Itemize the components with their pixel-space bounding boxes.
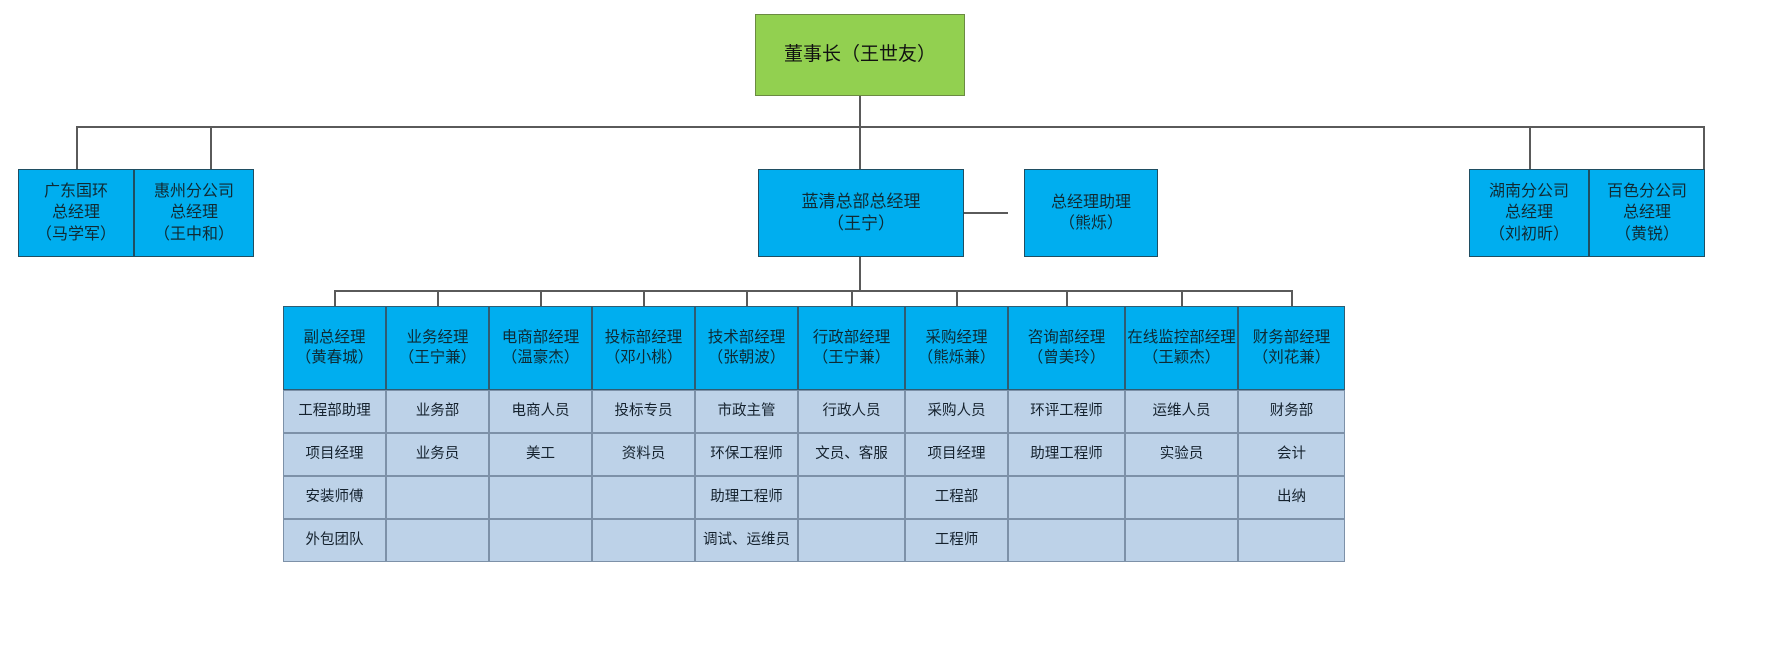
dept-cell: 工程部助理 (283, 390, 386, 433)
connector-dept-drop-8 (1065, 290, 1068, 306)
connector-chairman-stem (859, 96, 861, 127)
dept-cell (592, 476, 695, 519)
connector-dept-drop-10 (1290, 290, 1293, 306)
dept-cell: 工程部 (905, 476, 1008, 519)
connector-dept-drop-5 (745, 290, 748, 306)
dept-cell: 采购人员 (905, 390, 1008, 433)
dept-cell (798, 519, 905, 562)
dept-head-9[interactable]: 在线监控部经理 （王颖杰） (1125, 306, 1238, 390)
dept-cell (1238, 519, 1345, 562)
dept-cell: 业务员 (386, 433, 489, 476)
connector-gm-stem (859, 257, 861, 291)
node-chairman[interactable]: 董事长（王世友） (755, 14, 965, 96)
dept-cell: 业务部 (386, 390, 489, 433)
dept-cell (1125, 519, 1238, 562)
dept-cell: 环保工程师 (695, 433, 798, 476)
dept-cell: 投标专员 (592, 390, 695, 433)
dept-cell: 项目经理 (283, 433, 386, 476)
dept-head-5[interactable]: 技术部经理 （张朝波） (695, 306, 798, 390)
node-branch-left-2[interactable]: 惠州分公司 总经理 （王中和） (134, 169, 254, 257)
dept-cell (1008, 519, 1125, 562)
dept-cell: 电商人员 (489, 390, 592, 433)
dept-head-7[interactable]: 采购经理 （熊烁兼） (905, 306, 1008, 390)
connector-drop-left-2 (210, 126, 212, 169)
node-general-manager[interactable]: 蓝清总部总经理 （王宁） (758, 169, 964, 257)
node-branch-right-1[interactable]: 湖南分公司 总经理 （刘初昕） (1469, 169, 1589, 257)
dept-cell (489, 519, 592, 562)
dept-cell (592, 519, 695, 562)
dept-head-6[interactable]: 行政部经理 （王宁兼） (798, 306, 905, 390)
dept-cell (798, 476, 905, 519)
dept-cell: 文员、客服 (798, 433, 905, 476)
dept-head-2[interactable]: 业务经理 （王宁兼） (386, 306, 489, 390)
dept-head-4[interactable]: 投标部经理 （邓小桃） (592, 306, 695, 390)
dept-cell (489, 476, 592, 519)
dept-cell: 工程师 (905, 519, 1008, 562)
dept-cell (1125, 476, 1238, 519)
dept-cell: 市政主管 (695, 390, 798, 433)
connector-drop-left-1 (76, 126, 78, 169)
node-branch-left-1[interactable]: 广东国环 总经理 （马学军） (18, 169, 134, 257)
dept-head-3[interactable]: 电商部经理 （温豪杰） (489, 306, 592, 390)
connector-dept-drop-9 (1180, 290, 1183, 306)
dept-head-10[interactable]: 财务部经理 （刘花兼） (1238, 306, 1345, 390)
dept-cell: 财务部 (1238, 390, 1345, 433)
dept-cell (386, 476, 489, 519)
dept-cell: 环评工程师 (1008, 390, 1125, 433)
dept-cell: 行政人员 (798, 390, 905, 433)
connector-dept-drop-4 (642, 290, 645, 306)
dept-cell: 助理工程师 (1008, 433, 1125, 476)
dept-cell: 运维人员 (1125, 390, 1238, 433)
dept-cell (386, 519, 489, 562)
connector-gm-assistant (964, 212, 1008, 214)
dept-cell: 实验员 (1125, 433, 1238, 476)
connector-level2-bus (76, 126, 1705, 128)
dept-cell: 会计 (1238, 433, 1345, 476)
connector-dept-drop-2 (436, 290, 439, 306)
connector-drop-right-1 (1529, 126, 1531, 169)
dept-cell: 外包团队 (283, 519, 386, 562)
dept-head-1[interactable]: 副总经理 （黄春城） (283, 306, 386, 390)
node-gm-assistant[interactable]: 总经理助理 （熊烁） (1024, 169, 1158, 257)
connector-dept-bus (333, 290, 1293, 292)
dept-cell: 出纳 (1238, 476, 1345, 519)
node-branch-right-2[interactable]: 百色分公司 总经理 （黄锐） (1589, 169, 1705, 257)
dept-cell: 调试、运维员 (695, 519, 798, 562)
connector-drop-right-2 (1703, 126, 1705, 169)
dept-cell: 资料员 (592, 433, 695, 476)
dept-cell: 项目经理 (905, 433, 1008, 476)
dept-cell: 安装师傅 (283, 476, 386, 519)
connector-dept-drop-6 (850, 290, 853, 306)
dept-head-8[interactable]: 咨询部经理 （曾美玲） (1008, 306, 1125, 390)
connector-dept-drop-7 (955, 290, 958, 306)
dept-cell: 助理工程师 (695, 476, 798, 519)
connector-drop-center (859, 126, 861, 169)
dept-cell: 美工 (489, 433, 592, 476)
connector-dept-drop-1 (333, 290, 336, 306)
connector-dept-drop-3 (539, 290, 542, 306)
dept-cell (1008, 476, 1125, 519)
